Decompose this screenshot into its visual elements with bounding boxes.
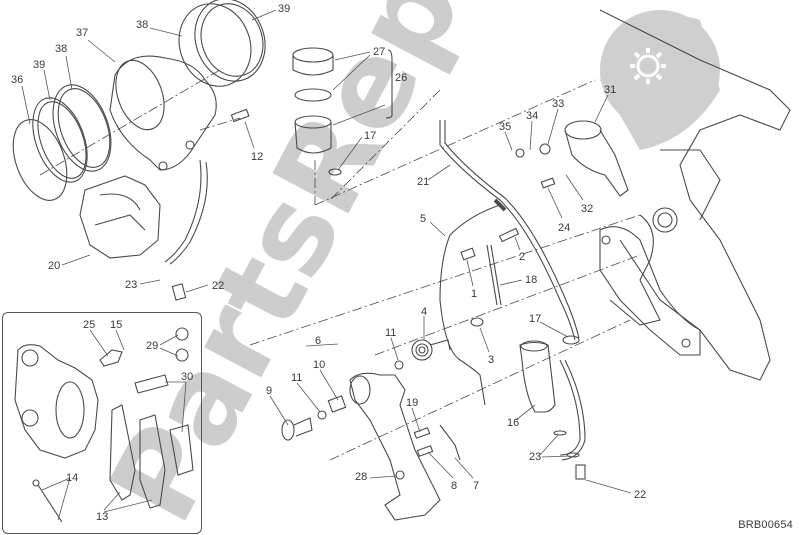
callout-38[interactable]: 38 <box>136 19 149 31</box>
callout-35[interactable]: 35 <box>499 121 512 133</box>
callout-26[interactable]: 26 <box>395 72 408 84</box>
callout-34[interactable]: 34 <box>526 110 539 122</box>
callout-19[interactable]: 19 <box>406 397 419 409</box>
callout-17[interactable]: 17 <box>529 313 542 325</box>
callout-2[interactable]: 2 <box>519 251 526 263</box>
callout-10[interactable]: 10 <box>313 359 326 371</box>
callout-15[interactable]: 15 <box>110 319 123 331</box>
callout-38[interactable]: 38 <box>55 43 68 55</box>
callout-7[interactable]: 7 <box>473 480 480 492</box>
callout-27[interactable]: 27 <box>373 46 386 58</box>
callout-20[interactable]: 20 <box>48 260 61 272</box>
callout-1[interactable]: 1 <box>471 288 478 300</box>
callout-31[interactable]: 31 <box>604 84 617 96</box>
callout-30[interactable]: 30 <box>181 371 194 383</box>
callout-11[interactable]: 11 <box>385 327 397 339</box>
callout-23[interactable]: 23 <box>125 279 138 291</box>
callout-17[interactable]: 17 <box>364 130 377 142</box>
callout-39[interactable]: 39 <box>33 59 46 71</box>
inset-caliper-detail-box <box>2 312 202 534</box>
callout-11[interactable]: 11 <box>291 372 303 384</box>
callout-28[interactable]: 28 <box>355 471 368 483</box>
callout-5[interactable]: 5 <box>420 213 427 225</box>
callout-22[interactable]: 22 <box>634 489 647 501</box>
callout-9[interactable]: 9 <box>266 385 273 397</box>
callout-33[interactable]: 33 <box>552 98 565 110</box>
circlip-36 <box>12 119 68 201</box>
callout-14[interactable]: 14 <box>66 472 79 484</box>
callout-4[interactable]: 4 <box>421 306 428 318</box>
callout-37[interactable]: 37 <box>76 27 89 39</box>
callout-23[interactable]: 23 <box>529 451 542 463</box>
callout-6[interactable]: 6 <box>315 335 322 347</box>
drawing-code: BRB00654 <box>738 519 793 531</box>
callout-25[interactable]: 25 <box>83 319 96 331</box>
callout-39[interactable]: 39 <box>278 3 291 15</box>
callout-22[interactable]: 22 <box>212 280 225 292</box>
callout-8[interactable]: 8 <box>451 480 458 492</box>
callout-3[interactable]: 3 <box>488 354 495 366</box>
callout-16[interactable]: 16 <box>507 417 520 429</box>
callout-12[interactable]: 12 <box>251 151 264 163</box>
callout-36[interactable]: 36 <box>11 74 24 86</box>
callout-32[interactable]: 32 <box>581 203 594 215</box>
callout-29[interactable]: 29 <box>146 340 159 352</box>
callout-18[interactable]: 18 <box>525 274 538 286</box>
callout-21[interactable]: 21 <box>417 176 430 188</box>
callout-13[interactable]: 13 <box>96 511 109 523</box>
callout-24[interactable]: 24 <box>558 222 571 234</box>
